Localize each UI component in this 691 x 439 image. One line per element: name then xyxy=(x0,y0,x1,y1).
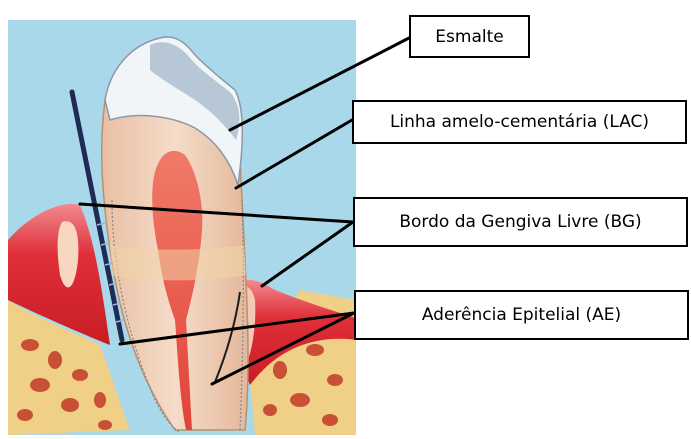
label-epithelial-attachment: Aderência Epitelial (AE) xyxy=(354,290,689,340)
label-gingival-margin: Bordo da Gengiva Livre (BG) xyxy=(353,197,688,247)
label-enamel: Esmalte xyxy=(409,15,530,58)
label-cej: Linha amelo-cementária (LAC) xyxy=(352,100,687,144)
pulp-band xyxy=(110,245,246,280)
